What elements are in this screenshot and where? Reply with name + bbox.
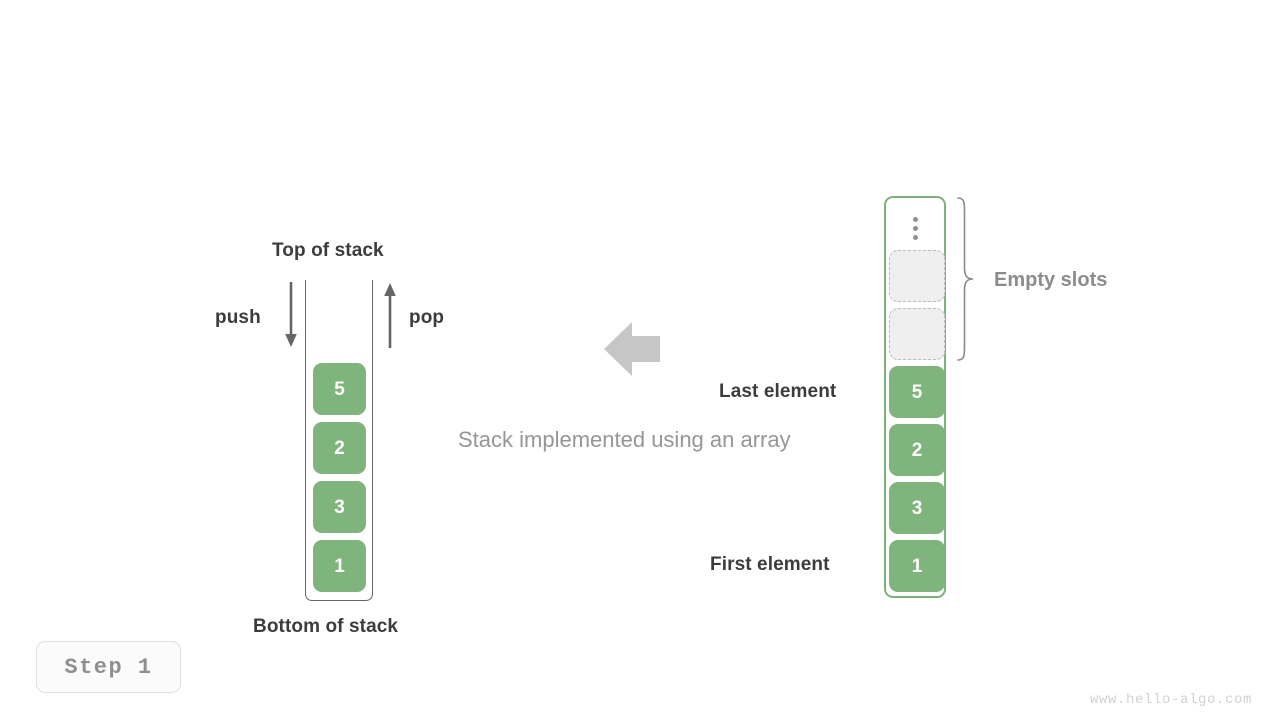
vertical-ellipsis-icon — [886, 206, 944, 250]
step-badge: Step 1 — [36, 641, 181, 693]
stack-cell: 5 — [313, 363, 366, 415]
stack-cell: 1 — [313, 540, 366, 592]
push-label: push — [215, 307, 261, 328]
arrow-down-icon — [285, 282, 297, 347]
stack-cell: 3 — [313, 481, 366, 533]
stack-container: 5 2 3 1 — [305, 280, 373, 601]
array-container: 5 2 3 1 — [884, 196, 946, 598]
bottom-of-stack-label: Bottom of stack — [253, 616, 399, 637]
first-element-label: First element — [710, 554, 830, 575]
diagram-caption: Stack implemented using an array — [458, 427, 791, 452]
watermark: www.hello-algo.com — [1089, 692, 1252, 708]
array-empty-slot — [889, 308, 945, 360]
array-cell: 3 — [889, 482, 945, 534]
pop-label: pop — [409, 307, 445, 328]
step-badge-label: Step 1 — [64, 654, 153, 680]
array-cell: 1 — [889, 540, 945, 592]
array-cell: 5 — [889, 366, 945, 418]
last-element-label: Last element — [719, 381, 837, 402]
stack-cell: 2 — [313, 422, 366, 474]
array-cell: 2 — [889, 424, 945, 476]
array-empty-slot — [889, 250, 945, 302]
arrow-up-icon — [384, 283, 396, 348]
arrow-left-icon — [604, 322, 660, 376]
empty-slots-label: Empty slots — [994, 269, 1108, 291]
top-of-stack-label: Top of stack — [272, 240, 384, 261]
curly-brace-icon — [957, 197, 974, 361]
stack-walls — [305, 280, 373, 601]
